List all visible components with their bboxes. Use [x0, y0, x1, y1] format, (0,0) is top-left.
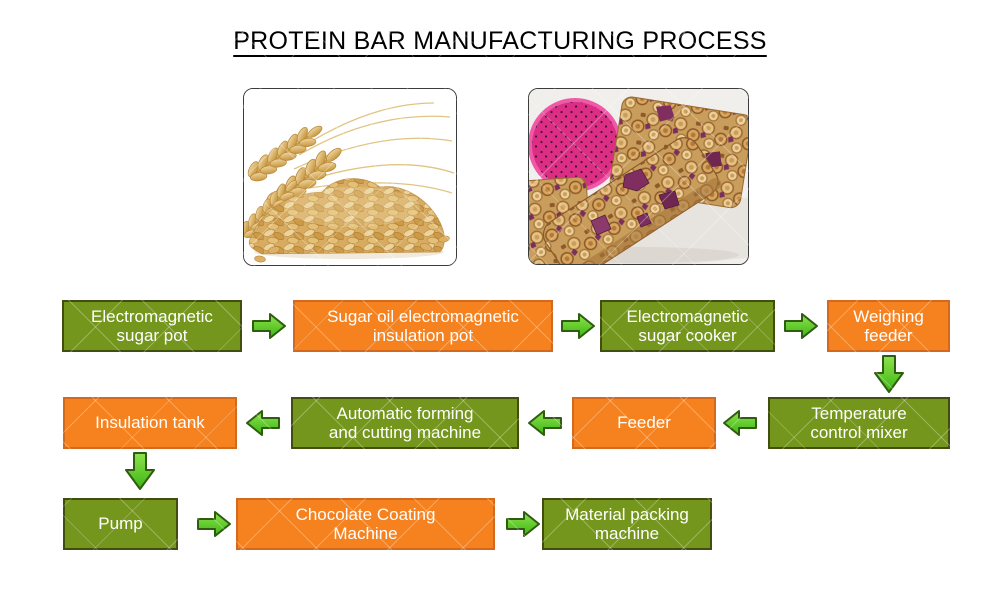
flow-step-label: Temperature control mixer [810, 403, 908, 442]
flow-step-feeder: Feeder [572, 397, 716, 449]
arrow-down-icon [874, 355, 904, 393]
dragon-fruit-slice [529, 98, 622, 192]
flow-step-label: Material packing machine [565, 504, 689, 543]
flow-step-label: Weighing feeder [853, 306, 924, 345]
flow-step-material-packing-machine: Material packing machine [542, 498, 712, 550]
protein-bars-illustration [529, 89, 748, 264]
flow-step-chocolate-coating-machine: Chocolate Coating Machine [236, 498, 495, 550]
wheat-grains-illustration [244, 89, 456, 265]
flow-step-label: Insulation tank [95, 413, 205, 433]
flow-step-label: Chocolate Coating Machine [295, 504, 436, 543]
arrow-right-icon [197, 511, 231, 537]
flow-step-electromagnetic-sugar-cooker: Electromagnetic sugar cooker [600, 300, 775, 352]
flow-step-label: Pump [98, 514, 143, 534]
arrow-right-icon [252, 313, 286, 339]
arrow-right-icon [784, 313, 818, 339]
flow-step-pump: Pump [63, 498, 178, 550]
flow-step-weighing-feeder: Weighing feeder [827, 300, 950, 352]
flow-step-temperature-control-mixer: Temperature control mixer [768, 397, 950, 449]
protein-bars-image [528, 88, 749, 265]
wheat-grains-image [243, 88, 457, 266]
flow-step-label: Electromagnetic sugar pot [91, 306, 213, 345]
page-title: PROTEIN BAR MANUFACTURING PROCESS [233, 27, 767, 55]
flow-step-label: Feeder [617, 413, 671, 433]
flow-step-sugar-oil-electromagnetic-insulation-pot: Sugar oil electromagnetic insulation pot [293, 300, 553, 352]
arrow-left-icon [528, 410, 562, 436]
arrow-left-icon [246, 410, 280, 436]
arrow-right-icon [506, 511, 540, 537]
arrow-right-icon [561, 313, 595, 339]
flow-step-insulation-tank: Insulation tank [63, 397, 237, 449]
flow-step-label: Electromagnetic sugar cooker [626, 306, 749, 345]
flow-step-label: Automatic forming and cutting machine [328, 403, 482, 442]
arrow-left-icon [723, 410, 757, 436]
arrow-down-icon [125, 452, 155, 490]
flow-step-label: Sugar oil electromagnetic insulation pot [327, 306, 519, 345]
flow-step-electromagnetic-sugar-pot: Electromagnetic sugar pot [62, 300, 242, 352]
flow-step-automatic-forming-and-cutting-machine: Automatic forming and cutting machine [291, 397, 519, 449]
